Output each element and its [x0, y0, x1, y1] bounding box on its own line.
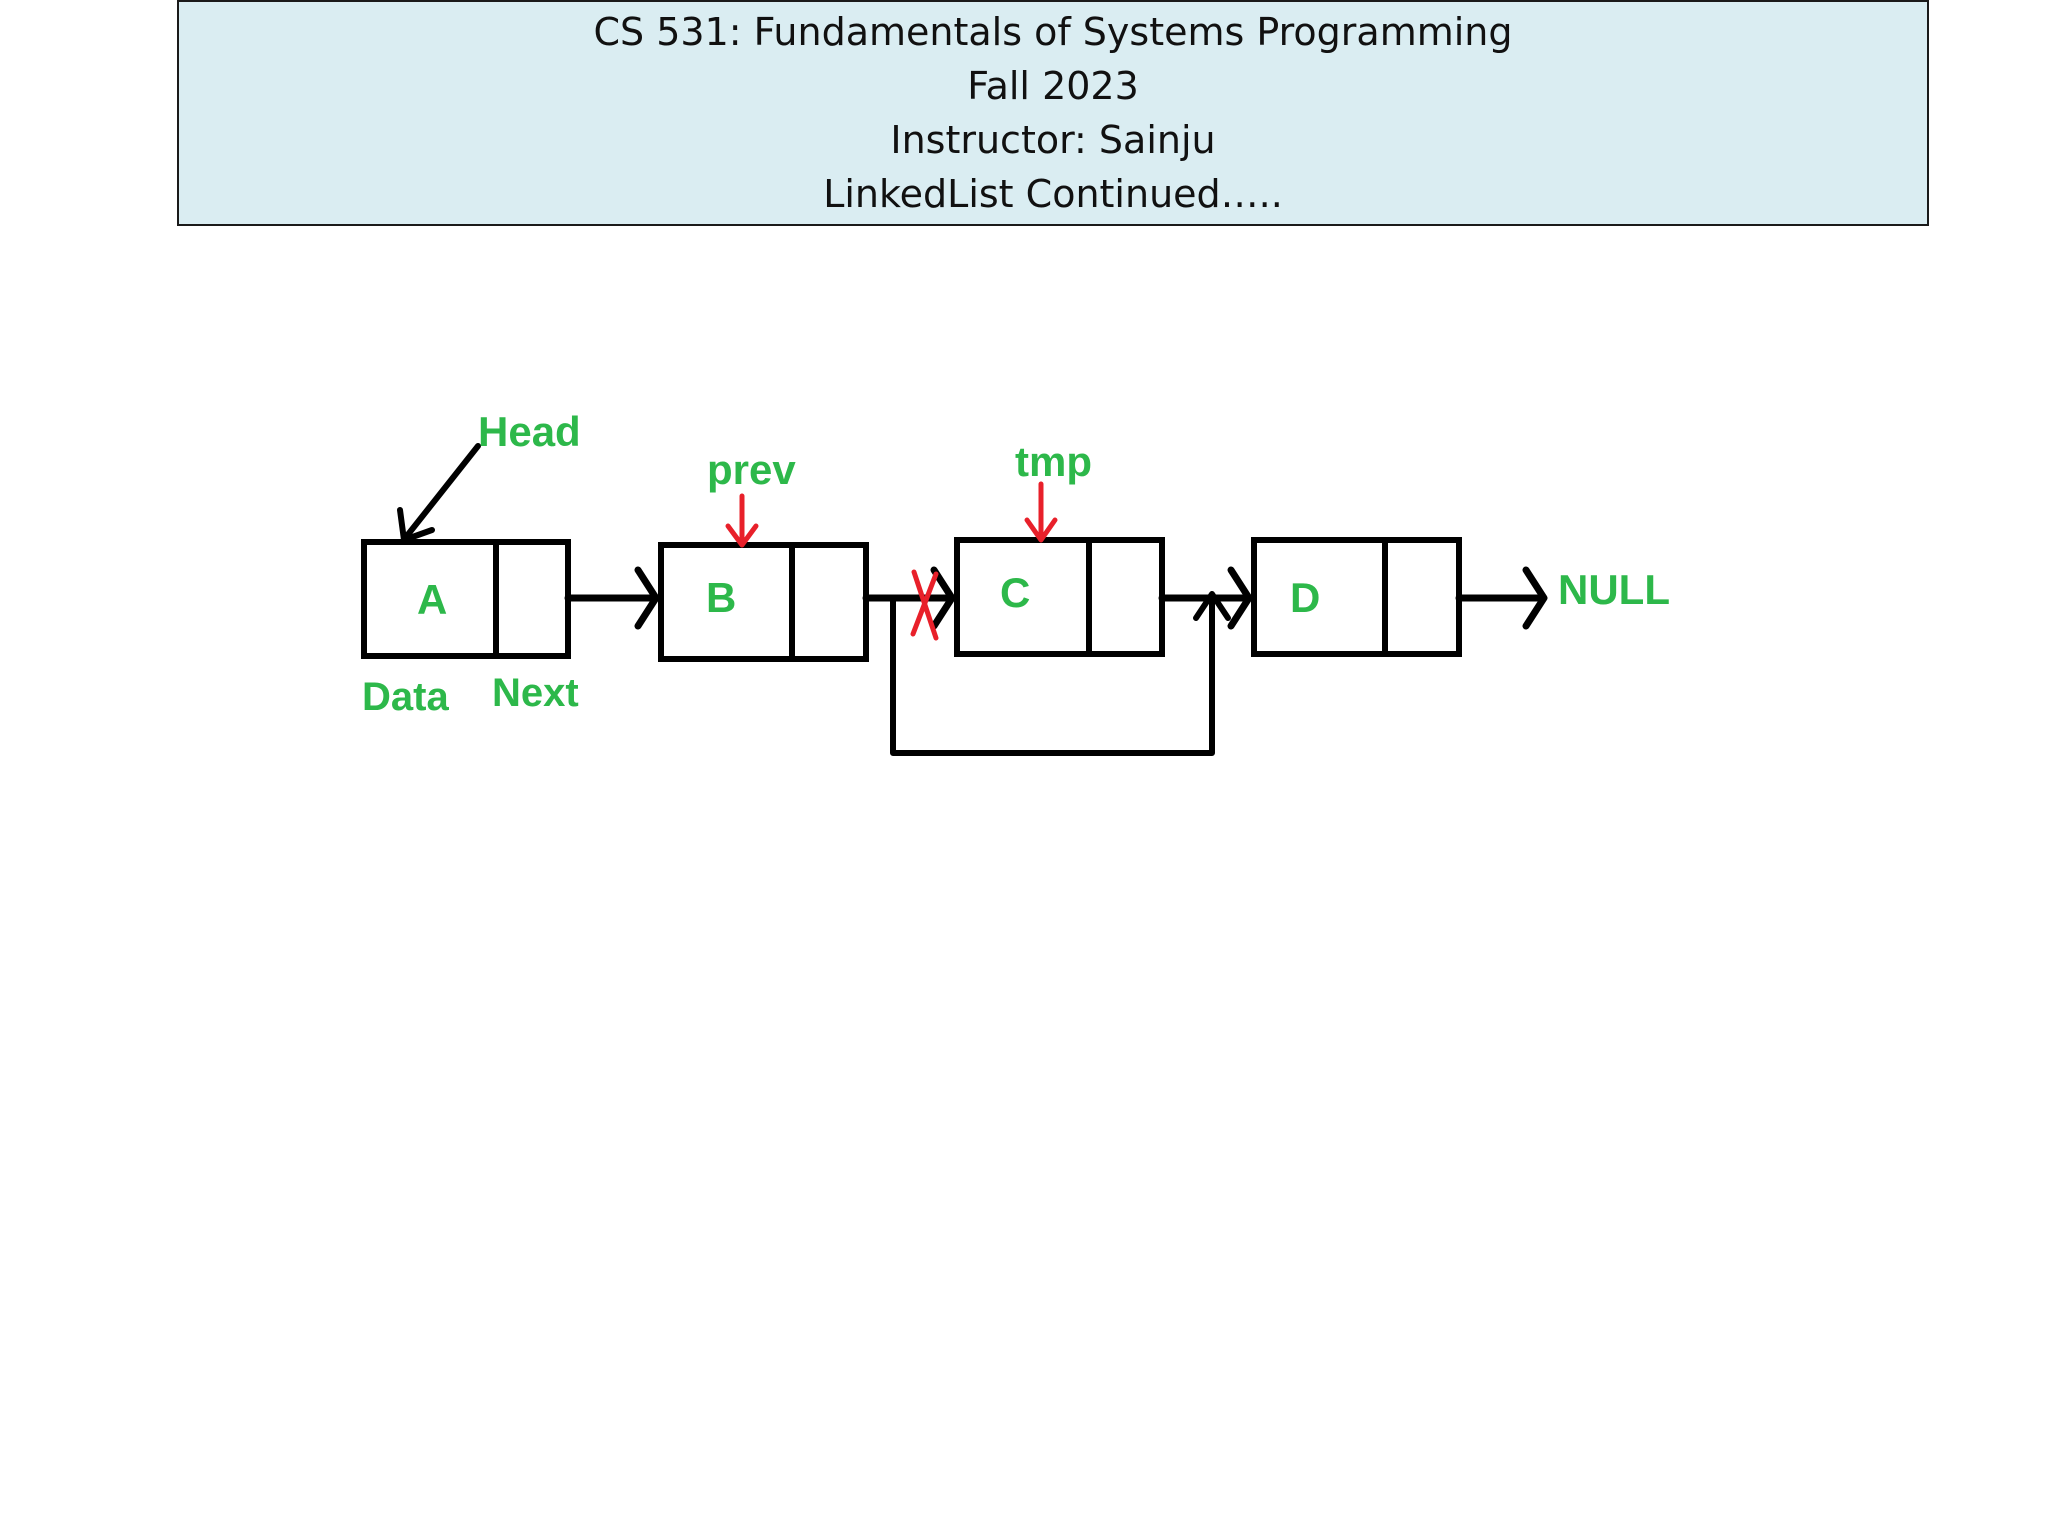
title-banner: CS 531: Fundamentals of Systems Programm…: [177, 0, 1929, 226]
arrow-c-to-d: [1158, 566, 1253, 630]
bypass-link-b-to-d: [890, 591, 1231, 756]
arrow-a-to-b: [564, 566, 660, 630]
course-title: CS 531: Fundamentals of Systems Programm…: [593, 10, 1513, 54]
prev-pointer-arrow: [725, 493, 759, 548]
null-label: NULL: [1558, 566, 1670, 613]
node-b: B: [658, 542, 869, 662]
node-c: C: [954, 537, 1165, 657]
node-a-box: [361, 539, 571, 659]
node-d-box: [1251, 537, 1462, 657]
head-label: Head: [478, 408, 581, 455]
arrow-d-to-null: [1455, 566, 1548, 630]
node-b-box: [658, 542, 869, 662]
cross-mark-icon: [910, 569, 939, 641]
node-b-label: B: [706, 574, 736, 621]
node-a: A: [361, 539, 571, 659]
node-c-box: [954, 537, 1165, 657]
term: Fall 2023: [967, 64, 1139, 108]
instructor: Instructor: Sainju: [890, 118, 1216, 162]
topic: LinkedList Continued…..: [823, 172, 1283, 216]
node-d-label: D: [1290, 574, 1320, 621]
node-a-label: A: [417, 576, 447, 623]
next-field-label: Next: [492, 671, 579, 715]
head-pointer-arrow: [397, 443, 481, 543]
tmp-pointer-arrow: [1024, 481, 1058, 543]
arrow-b-to-c: [862, 566, 956, 630]
prev-label: prev: [707, 446, 796, 493]
tmp-label: tmp: [1015, 438, 1092, 485]
node-c-label: C: [1000, 569, 1030, 616]
data-field-label: Data: [362, 675, 449, 719]
node-d: D: [1251, 537, 1462, 657]
